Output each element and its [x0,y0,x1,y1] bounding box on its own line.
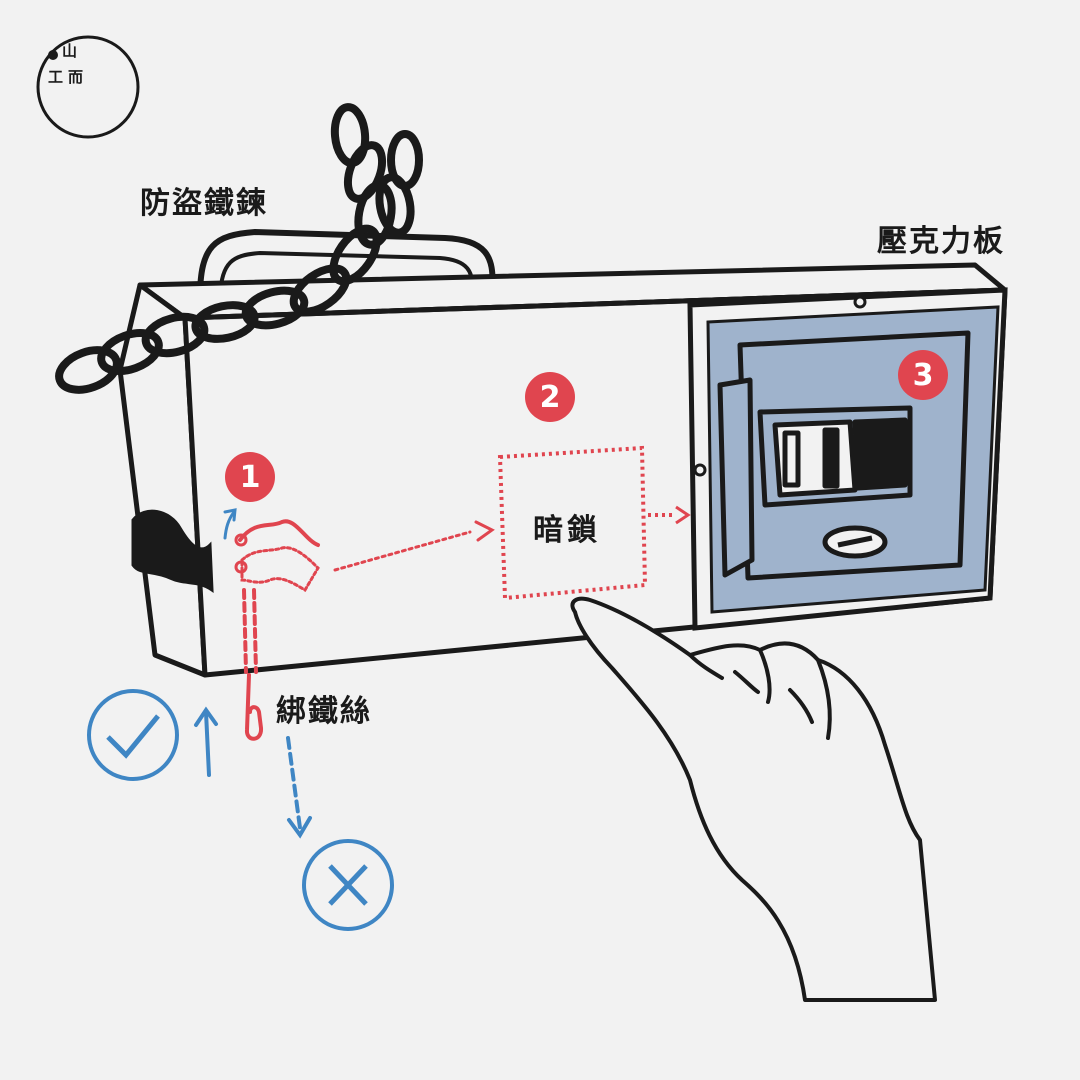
step-badge-3: 3 [898,350,948,400]
hidden-lock-box [497,445,676,601]
cross-icon [302,839,394,931]
blue-markings [194,508,312,839]
check-icon [87,689,179,781]
chain-label: 防盜鐵鍊 [140,186,268,221]
hand-illustration [570,596,937,1002]
acrylic-label: 壓克力板 [877,224,1005,259]
hidden-lock-label: 暗鎖 [533,513,601,548]
wire-marking [234,519,495,741]
logo-glyph-top: 山 [62,42,78,60]
anti-theft-chain [55,103,423,394]
logo-glyph-right: 而 [68,68,84,86]
hidden-lock-arrow [675,505,691,525]
step-badge-2: 2 [525,372,575,422]
wire-label: 綁鐵絲 [276,694,372,729]
logo-glyph-left: 工 [48,68,64,86]
logo-dot [48,50,58,60]
case-handle [197,228,496,299]
step-badge-1: 1 [225,452,275,502]
logo-circle [36,35,140,139]
side-grip [131,509,214,594]
